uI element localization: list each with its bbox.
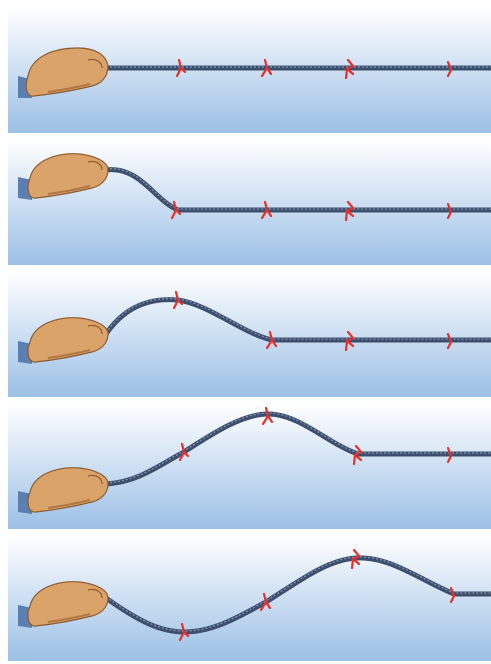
panel-1-svg xyxy=(8,8,491,133)
panel-3-svg xyxy=(8,272,491,397)
panel-4 xyxy=(8,404,491,529)
panel-2-svg xyxy=(8,140,491,265)
panel-2 xyxy=(8,140,491,265)
panel-1 xyxy=(8,8,491,133)
panel-5 xyxy=(8,536,491,661)
panel-3 xyxy=(8,272,491,397)
panel-4-svg xyxy=(8,404,491,529)
panel-background xyxy=(8,404,491,529)
panel-5-svg xyxy=(8,536,491,661)
